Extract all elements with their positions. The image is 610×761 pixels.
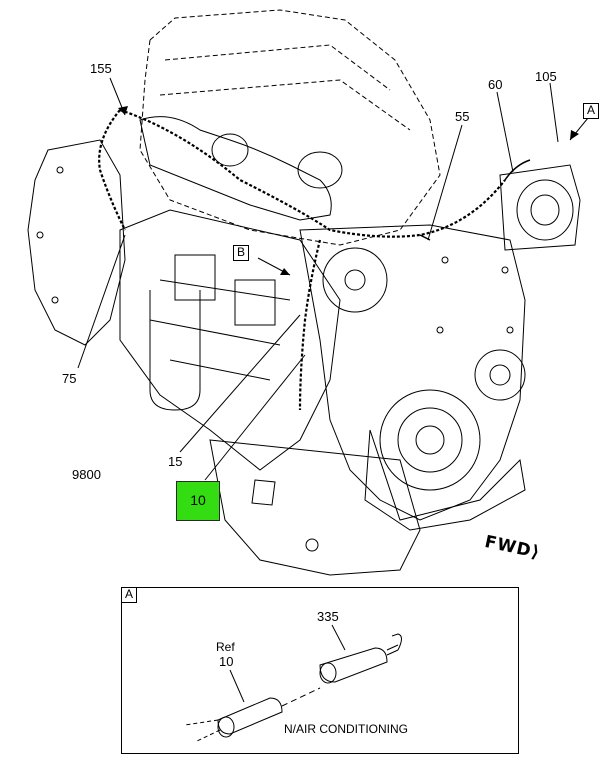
detail-view-a: A 335 Ref 10 N/AIR CONDITIONING [121, 587, 519, 754]
callout-15: 15 [168, 454, 183, 469]
valve-cover [139, 9, 441, 246]
callout-105: 105 [535, 69, 557, 84]
callout-10-highlight: 10 [176, 481, 220, 521]
front-cover [299, 224, 526, 521]
part-335-label: 335 [317, 609, 339, 624]
callout-10: 10 [190, 492, 206, 508]
flywheel-housing [27, 139, 126, 346]
connector-10 [217, 697, 283, 735]
wire-harness [98, 108, 506, 411]
callout-75: 75 [62, 371, 77, 386]
view-b-marker: B [233, 245, 249, 261]
detail-note: N/AIR CONDITIONING [284, 722, 409, 736]
detail-title: A [121, 587, 137, 603]
callout-60: 60 [488, 77, 503, 92]
view-a-marker: A [583, 103, 599, 119]
callout-55: 55 [455, 109, 470, 124]
intake-manifold [139, 116, 332, 221]
crank-damper [379, 389, 481, 491]
callout-155: 155 [90, 61, 112, 76]
cam-gear [322, 247, 388, 313]
ac-compressor [516, 179, 574, 241]
connector-335 [319, 647, 388, 683]
figure-number: 9800 [72, 467, 101, 482]
engine-block [119, 209, 341, 471]
ref-label: Ref [216, 640, 235, 654]
ref-number: 10 [219, 654, 234, 669]
oil-pan [209, 439, 421, 576]
